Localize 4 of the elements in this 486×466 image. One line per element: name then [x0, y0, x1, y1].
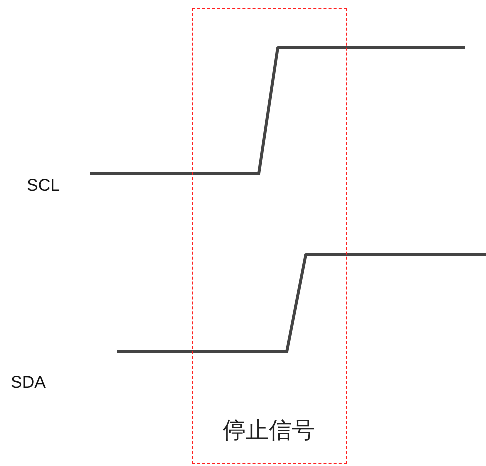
stop-condition-box — [192, 8, 347, 464]
signal-label: SDA — [11, 373, 46, 393]
box-label: 停止信号 — [223, 417, 315, 446]
signal-label: SCL — [27, 176, 60, 196]
